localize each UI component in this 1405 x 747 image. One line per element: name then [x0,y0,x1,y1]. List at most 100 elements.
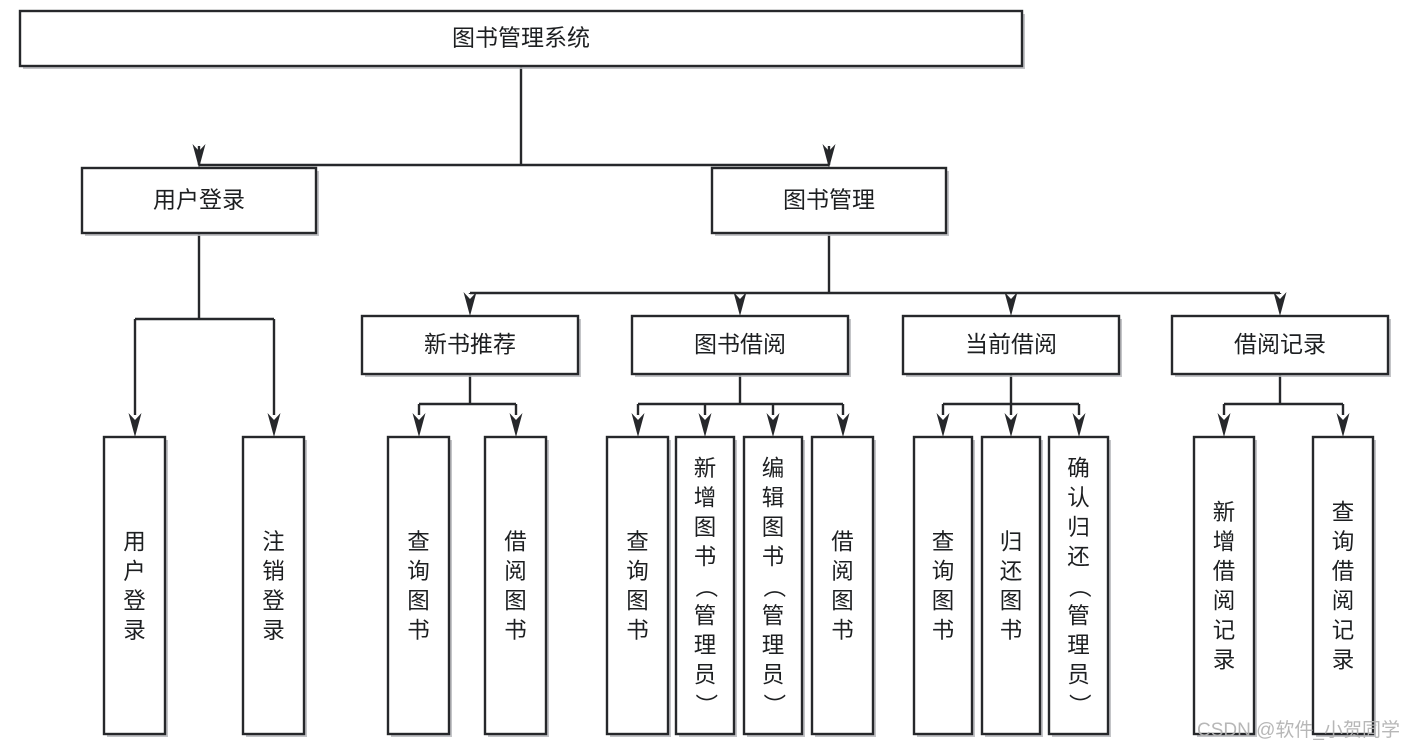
node-label-char: 管 [762,603,785,628]
watermark-layer: CSDN @软件_小贺同学 [1197,719,1400,741]
node-box[interactable] [80,166,318,235]
node-label-char: 员 [762,662,785,687]
arrow-head-icon [936,413,950,437]
node-box[interactable] [360,314,580,376]
node-label-char: 登 [262,589,285,614]
node-layer: 图书管理系统用户登录图书管理新书推荐图书借阅当前借阅借阅记录用户登录注销登录查询… [18,9,1391,737]
node-box[interactable] [710,166,948,235]
node-label: 图书管理 [783,187,875,213]
node-box[interactable] [630,314,850,376]
csdn-watermark: CSDN @软件_小贺同学 [1197,719,1400,741]
node-label-char: 借 [504,530,527,555]
node-box[interactable] [912,435,974,736]
arrow-head-icon [733,292,747,316]
node-box[interactable] [483,435,548,736]
node-label-char: ） [693,694,718,717]
node-book-borrow[interactable]: 图书借阅 [630,314,851,377]
node-label-char: 询 [1332,530,1355,555]
node-label-char: 登 [123,589,146,614]
node-label-char: 阅 [831,559,854,584]
node-box[interactable] [1170,314,1390,376]
node-box[interactable] [1192,435,1256,736]
node-label-char: 询 [932,559,955,584]
node-label-char: 借 [831,530,854,555]
connector-layer [128,66,1350,437]
node-label-char: 书 [932,618,955,643]
node-label-char: 图 [407,589,430,614]
arrow-head-icon [822,144,836,168]
node-label-char: 户 [123,559,146,584]
node-box[interactable] [1311,435,1375,736]
node-root[interactable]: 图书管理系统 [18,9,1025,69]
node-box[interactable] [18,9,1024,68]
node-box[interactable] [901,314,1121,376]
node-box[interactable] [605,435,670,736]
node-label-char: 书 [1000,618,1023,643]
node-book-manage[interactable]: 图书管理 [710,166,949,236]
node-label-char: 销 [262,559,285,584]
arrow-head-icon [1072,413,1086,437]
node-label-char: 管 [694,603,717,628]
node-user-login[interactable]: 用户登录 [80,166,319,236]
node-leaf-user-login[interactable]: 用户登录 [102,435,168,737]
node-box[interactable] [386,435,451,736]
node-label-char: 记 [1332,618,1355,643]
node-label-char: 查 [932,530,955,555]
node-label-char: 图 [762,515,785,540]
node-label-char: ） [1067,694,1092,717]
node-label-char: （ [1067,576,1092,599]
node-box[interactable] [810,435,875,736]
node-label: 新书推荐 [424,331,516,357]
node-label-char: 录 [1332,648,1355,673]
node-current-borrow[interactable]: 当前借阅 [901,314,1122,377]
node-label-char: 查 [1332,500,1355,525]
node-label-char: 记 [1213,618,1236,643]
node-new-book-rec[interactable]: 新书推荐 [360,314,581,377]
node-label-char: 归 [1000,530,1023,555]
node-label-char: 增 [1213,530,1236,555]
node-label-char: 辑 [762,485,785,510]
node-box[interactable] [1047,435,1110,736]
node-label-char: 图 [626,589,649,614]
node-borrow-record[interactable]: 借阅记录 [1170,314,1391,377]
node-label-char: 图 [504,589,527,614]
arrow-head-icon [698,413,712,437]
arrow-head-icon [766,413,780,437]
node-label-char: 还 [1000,559,1023,584]
arrow-head-icon [1004,413,1018,437]
node-box[interactable] [102,435,167,736]
node-label-char: 查 [626,530,649,555]
node-label-char: 员 [1067,662,1090,687]
node-box[interactable] [742,435,804,736]
node-box[interactable] [674,435,736,736]
arrow-head-icon [1217,413,1231,437]
arrow-head-icon [128,413,142,437]
node-label-char: 还 [1067,544,1090,569]
node-box[interactable] [241,435,306,736]
node-label-char: 阅 [1213,589,1236,614]
node-label-char: （ [693,576,718,599]
arrow-head-icon [192,144,206,168]
node-label-char: 图 [932,589,955,614]
arrow-head-icon [509,413,523,437]
node-box[interactable] [980,435,1042,736]
node-label-char: 借 [1332,559,1355,584]
node-label-char: 注 [262,530,285,555]
node-label-char: 理 [762,633,785,658]
node-label-char: 录 [262,618,285,643]
node-label-char: 查 [407,530,430,555]
node-label-char: 理 [694,633,717,658]
